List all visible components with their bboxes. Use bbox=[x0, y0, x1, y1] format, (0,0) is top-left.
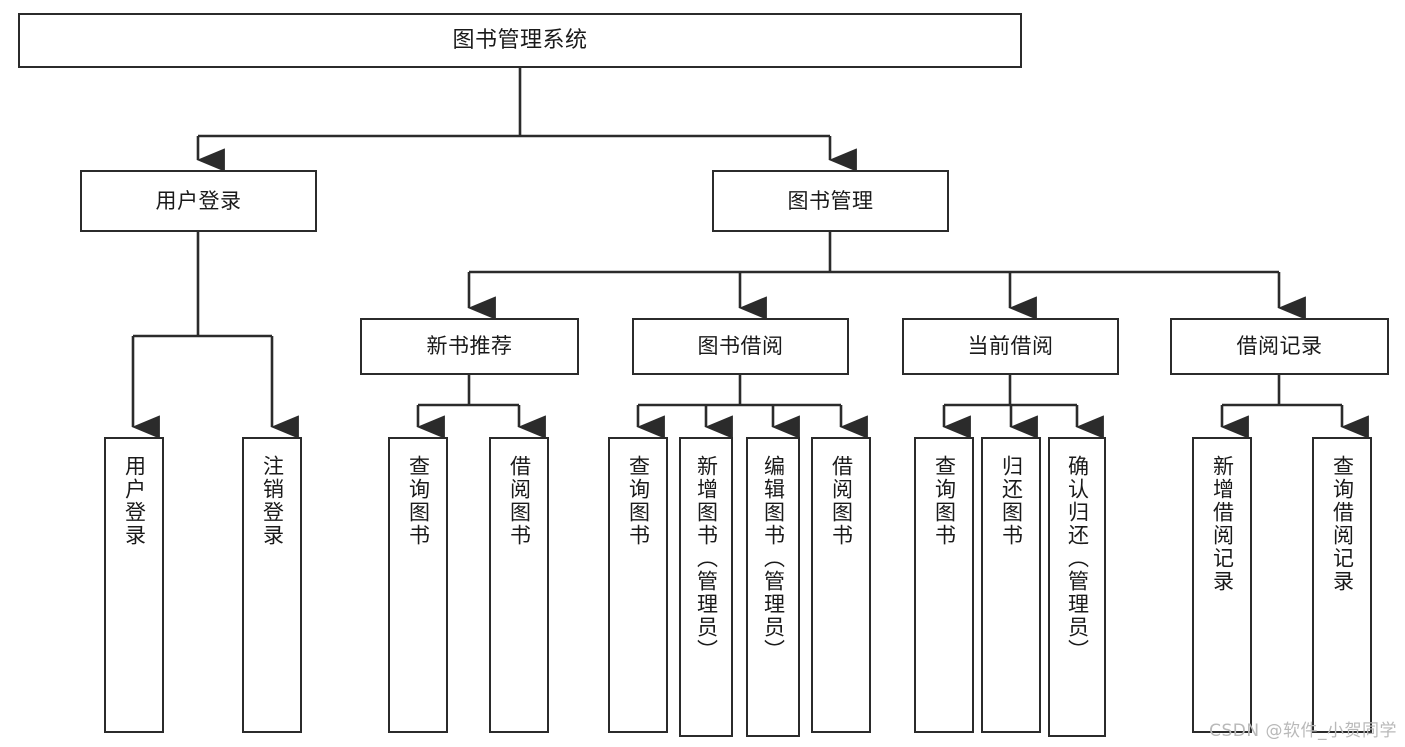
node-label: 新增借阅记录 bbox=[1210, 455, 1235, 593]
leaf-edit-book-admin[interactable]: 编辑图书（管理员） bbox=[746, 437, 800, 737]
leaf-query-book-recommend[interactable]: 查询图书 bbox=[388, 437, 448, 733]
node-label: 借阅记录 bbox=[1236, 334, 1323, 359]
leaf-add-borrow-record[interactable]: 新增借阅记录 bbox=[1192, 437, 1252, 733]
node-label: 注销登录 bbox=[260, 455, 285, 547]
node-label: 图书借阅 bbox=[697, 334, 784, 359]
leaf-query-book-current[interactable]: 查询图书 bbox=[914, 437, 974, 733]
leaf-confirm-return-admin[interactable]: 确认归还（管理员） bbox=[1048, 437, 1106, 737]
node-label: 借阅图书 bbox=[507, 455, 532, 547]
leaf-add-book-admin[interactable]: 新增图书（管理员） bbox=[679, 437, 733, 737]
node-label: 查询图书 bbox=[406, 455, 431, 547]
node-label: 查询图书 bbox=[932, 455, 957, 547]
leaf-logout[interactable]: 注销登录 bbox=[242, 437, 302, 733]
node-label: 用户登录 bbox=[122, 455, 147, 547]
node-label: 新增图书（管理员） bbox=[694, 455, 719, 662]
node-label: 借阅图书 bbox=[829, 455, 854, 547]
node-book-management[interactable]: 图书管理 bbox=[712, 170, 949, 232]
leaf-user-login[interactable]: 用户登录 bbox=[104, 437, 164, 733]
node-label: 新书推荐 bbox=[426, 334, 513, 359]
node-label: 查询图书 bbox=[626, 455, 651, 547]
node-label: 归还图书 bbox=[999, 455, 1024, 547]
node-user-login[interactable]: 用户登录 bbox=[80, 170, 317, 232]
node-root-book-management-system[interactable]: 图书管理系统 bbox=[18, 13, 1022, 68]
node-label: 图书管理 bbox=[787, 188, 874, 213]
node-label: 查询借阅记录 bbox=[1330, 455, 1355, 593]
node-book-borrow[interactable]: 图书借阅 bbox=[632, 318, 849, 375]
csdn-watermark: CSDN @软件_小贺同学 bbox=[1209, 721, 1397, 741]
leaf-borrow-book-recommend[interactable]: 借阅图书 bbox=[489, 437, 549, 733]
leaf-return-book[interactable]: 归还图书 bbox=[981, 437, 1041, 733]
leaf-query-book-borrow[interactable]: 查询图书 bbox=[608, 437, 668, 733]
node-label: 当前借阅 bbox=[967, 334, 1054, 359]
leaf-query-borrow-record[interactable]: 查询借阅记录 bbox=[1312, 437, 1372, 733]
node-label: 确认归还（管理员） bbox=[1065, 455, 1090, 662]
leaf-borrow-book[interactable]: 借阅图书 bbox=[811, 437, 871, 733]
node-label: 图书管理系统 bbox=[452, 27, 588, 53]
node-current-borrow[interactable]: 当前借阅 bbox=[902, 318, 1119, 375]
node-label: 编辑图书（管理员） bbox=[761, 455, 786, 662]
node-label: 用户登录 bbox=[155, 188, 242, 213]
node-new-book-recommend[interactable]: 新书推荐 bbox=[360, 318, 579, 375]
node-borrow-record[interactable]: 借阅记录 bbox=[1170, 318, 1389, 375]
